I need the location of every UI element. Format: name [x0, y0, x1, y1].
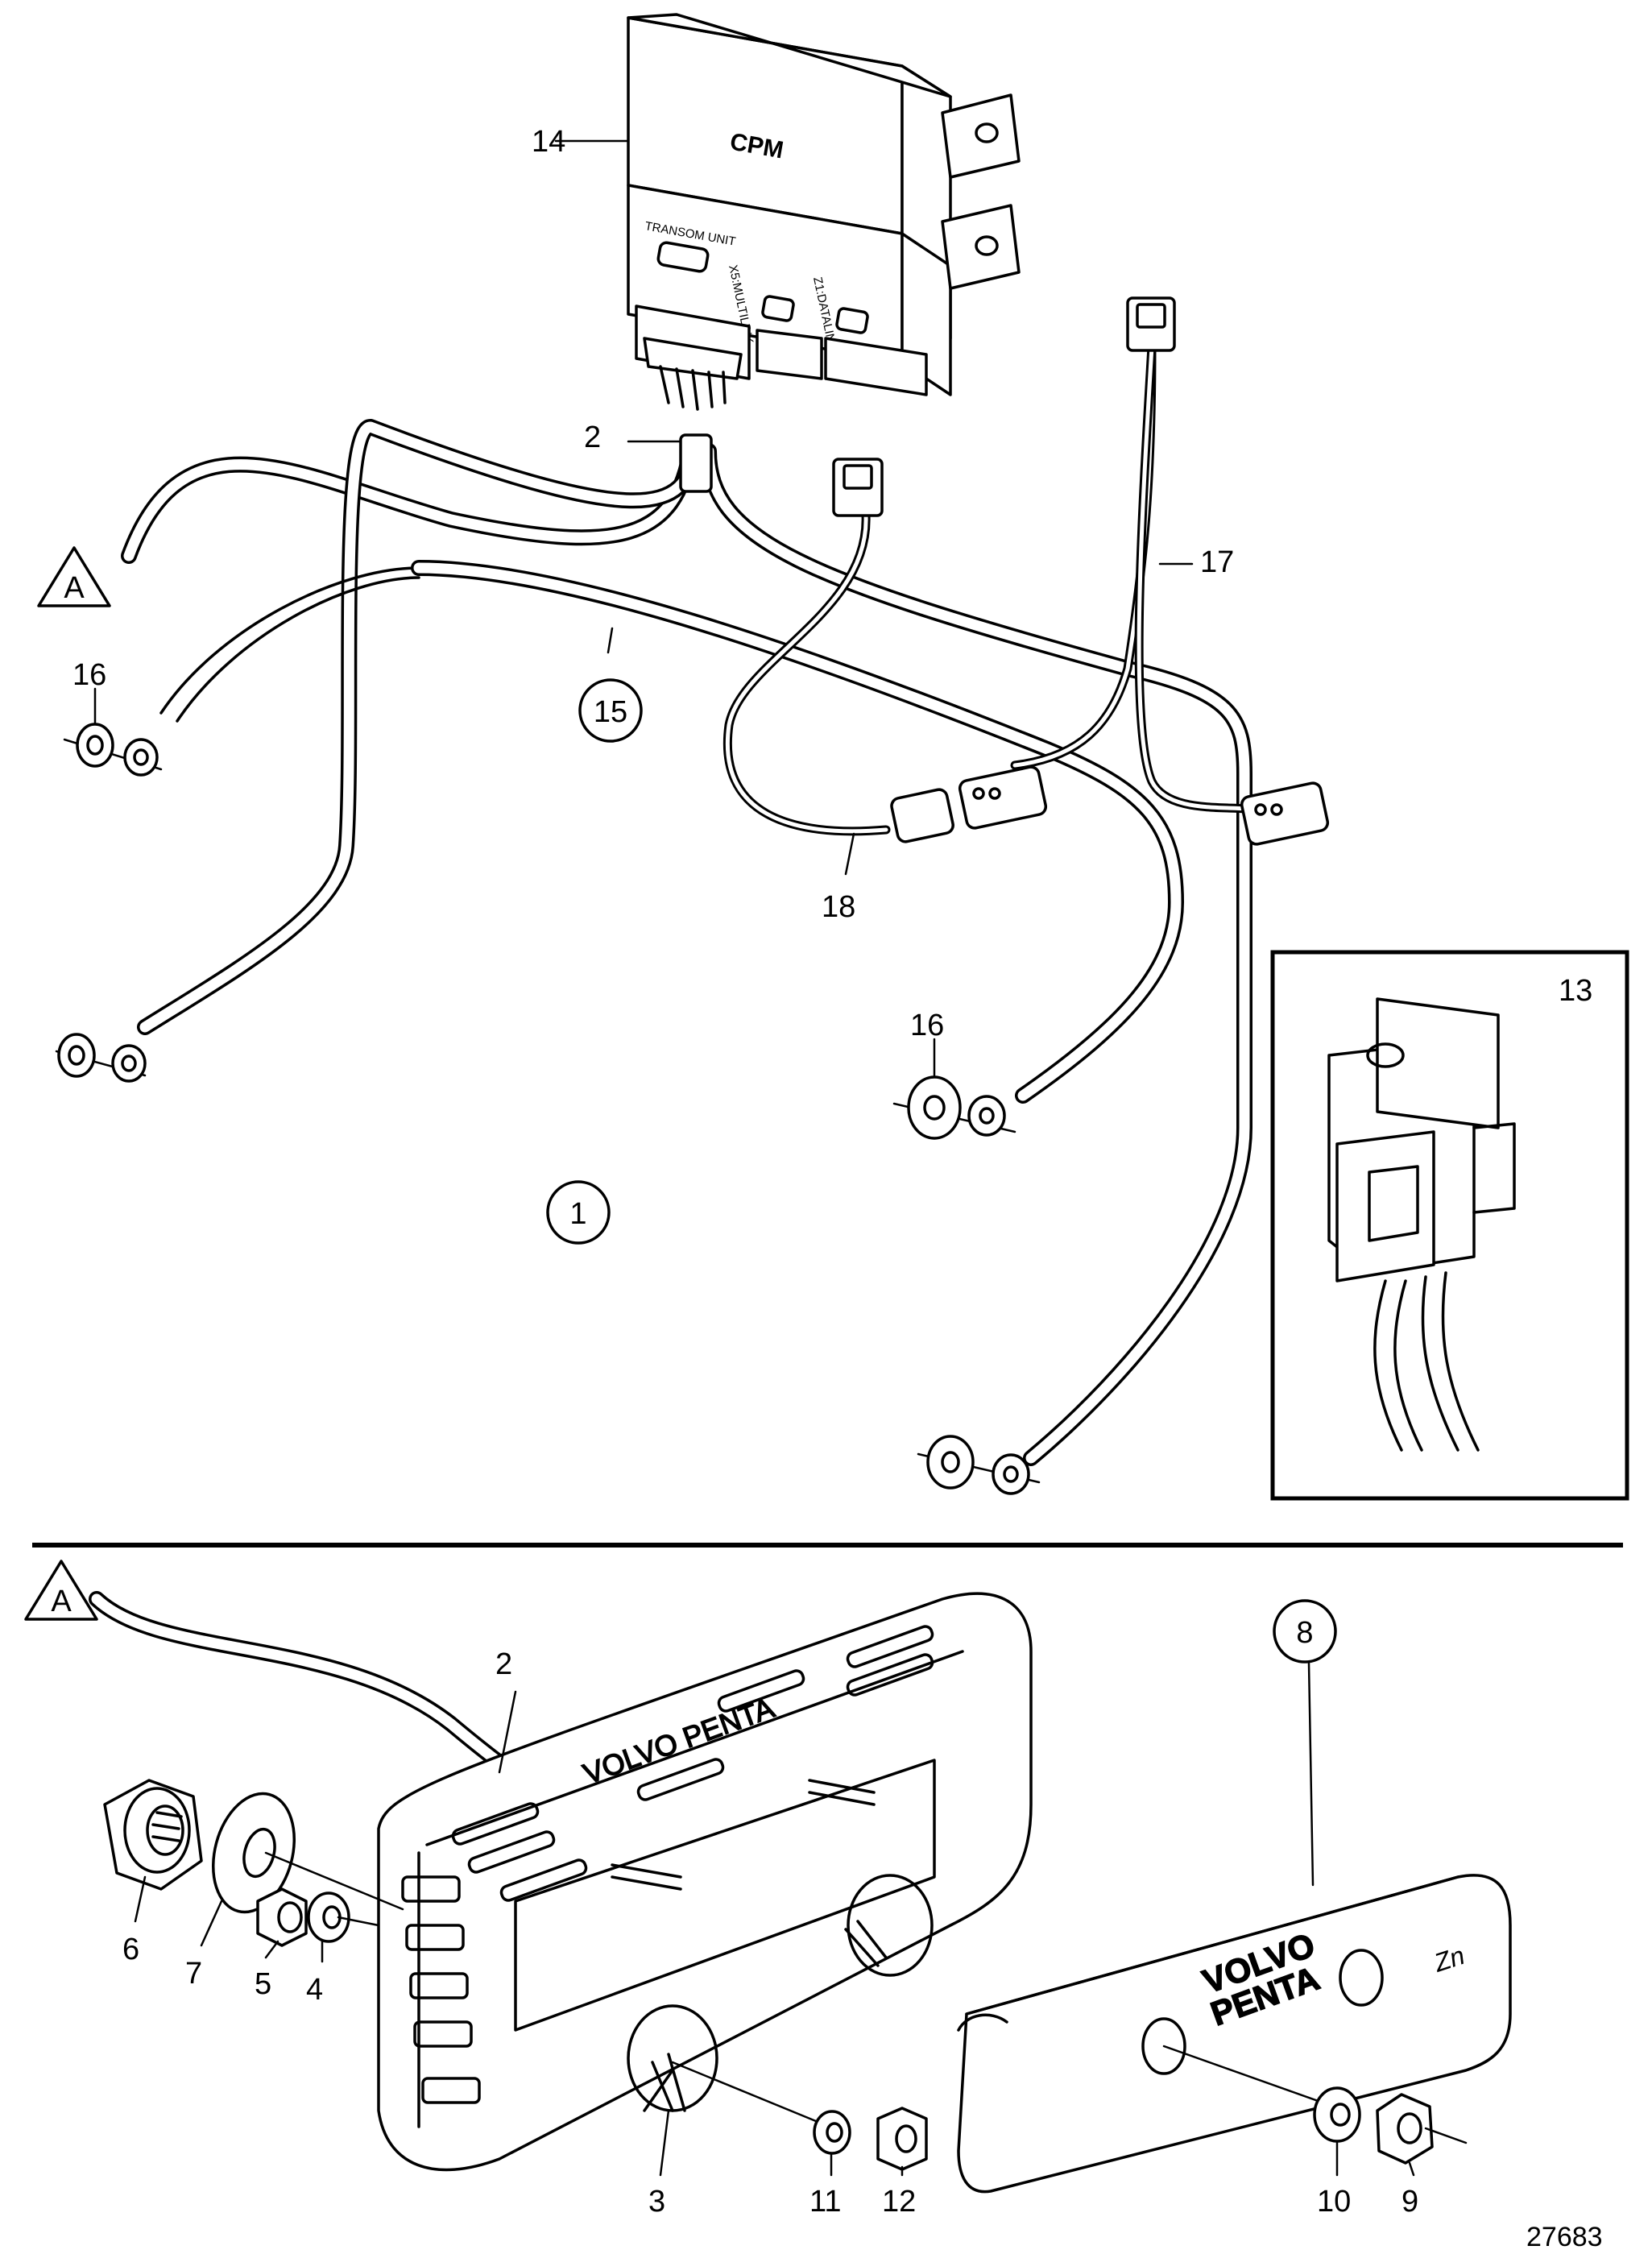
ring-terminal-lower-right: [917, 1435, 1041, 1495]
callout-12: 12: [882, 2185, 916, 2219]
section-marker-bottom: A: [24, 1560, 98, 1621]
washer-4: [307, 1891, 380, 1943]
nut-5: [256, 1887, 308, 1947]
section-marker-top: A: [37, 546, 111, 607]
callout-14: 14: [532, 125, 565, 159]
inline-connectors: [890, 765, 1330, 846]
ring-terminal-lower-left: [55, 1033, 147, 1083]
sub-harness-17: [1010, 296, 1261, 814]
ring-terminal-mid: [892, 1075, 1016, 1140]
washer-10: [1162, 2045, 1361, 2143]
callout-labels: 14 2 17 16 15 18 16 13 1 2 8 6 7 5 4 3 1…: [72, 125, 1603, 2252]
stud-3: [643, 2061, 831, 2128]
callout-9: 9: [1402, 2185, 1418, 2219]
callout-17: 17: [1200, 545, 1234, 579]
section-marker-bottom-label: A: [51, 1585, 72, 1618]
callout-1: 1: [569, 1197, 586, 1231]
callout-16-mid: 16: [910, 1009, 944, 1042]
cpm-module: CPM TRANSOM UNIT X5:MULTILINK Z1:DATALIN…: [554, 13, 1021, 411]
washer-11: [813, 2110, 851, 2155]
callout-5: 5: [255, 1967, 271, 2001]
anode-8: VOLVO PENTA Zn: [957, 1874, 1512, 2194]
callout-4: 4: [306, 1973, 323, 2007]
callout-10: 10: [1317, 2185, 1351, 2219]
callout-8: 8: [1296, 1616, 1313, 1650]
figure-number: 27683: [1526, 2222, 1603, 2252]
flange-nut-6: [103, 1779, 203, 1891]
inset-detail-13: [1270, 950, 1629, 1501]
leader-lines: [93, 440, 1415, 2177]
sub-harness-18: [722, 458, 891, 836]
callout-18: 18: [822, 890, 855, 924]
harness-cable-right: [411, 433, 1252, 1466]
callout-13: 13: [1559, 974, 1592, 1008]
callout-6: 6: [122, 1933, 139, 1966]
harness-cable-left: [121, 419, 702, 1035]
callout-15: 15: [594, 695, 627, 729]
holder-slots: [401, 1625, 934, 2104]
nut-9: [1376, 2093, 1468, 2165]
callout-3: 3: [648, 2185, 665, 2219]
ring-terminal-upper-left: [63, 723, 163, 777]
callout-16-left: 16: [72, 658, 106, 692]
callout-11: 11: [809, 2185, 841, 2219]
anode-holder-2: VOLVO PENTA: [377, 1592, 1033, 2172]
section-marker-top-label: A: [64, 571, 85, 605]
nut-12: [876, 2107, 928, 2171]
callout-2-top: 2: [584, 421, 601, 454]
washer-7: [211, 1792, 404, 1914]
callout-7: 7: [185, 1957, 202, 1991]
callout-2-bottom: 2: [495, 1647, 512, 1681]
